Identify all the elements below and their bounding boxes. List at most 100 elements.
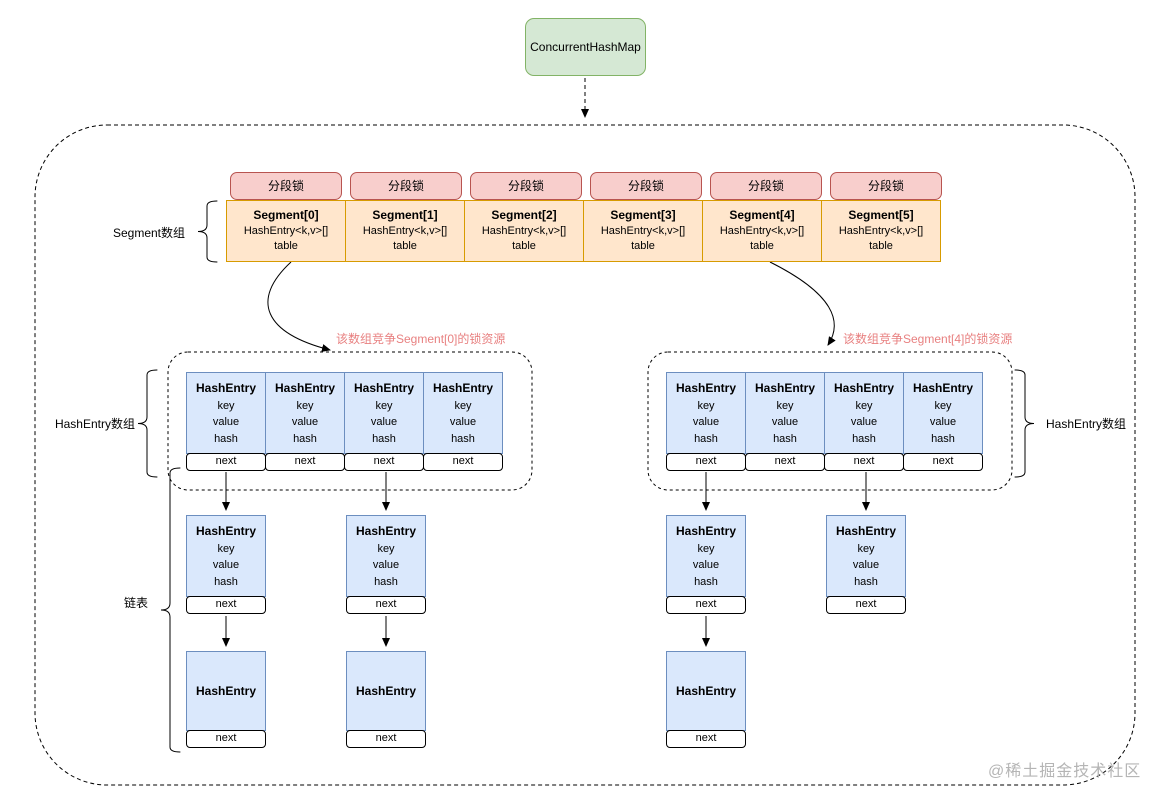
hashentry-cell: HashEntry key value hash next <box>344 372 424 471</box>
lock-badge-row: 分段锁 分段锁 分段锁 分段锁 分段锁 分段锁 <box>226 172 946 200</box>
segment-cell: Segment[4] HashEntry<k,v>[] table <box>702 200 822 262</box>
hashentry-key: key <box>697 542 715 555</box>
hashentry-hash: hash <box>931 432 955 445</box>
hashentry-value: value <box>771 416 799 428</box>
hashentry-key: key <box>217 542 235 555</box>
hashentry-title: HashEntry <box>675 381 737 395</box>
segment-title: Segment[4] <box>729 208 795 222</box>
hashentry-hash: hash <box>451 432 475 445</box>
segment-title: Segment[2] <box>491 208 557 222</box>
hashentry-key: key <box>296 399 314 412</box>
segment-cell: Segment[5] HashEntry<k,v>[] table <box>821 200 941 262</box>
left-hashentry-brace <box>137 369 158 478</box>
segment-array-brace <box>197 200 218 263</box>
segment-entry-table: table <box>512 240 536 252</box>
hashentry-value: value <box>212 416 240 428</box>
hashentry-cell: HashEntry key value hash next <box>824 372 904 471</box>
hashentry-key: key <box>857 542 875 555</box>
concurrenthashmap-node: ConcurrentHashMap <box>525 18 646 76</box>
hashentry-value: value <box>291 416 319 428</box>
hashentry-next: next <box>824 453 904 471</box>
hashentry-title: HashEntry <box>274 381 336 395</box>
hashentry-hash: hash <box>773 432 797 445</box>
linked-list-brace <box>160 467 181 753</box>
hashentry-cell: HashEntry key value hash next <box>666 372 746 471</box>
hashentry-next: next <box>346 596 426 614</box>
hashentry-next: next <box>666 453 746 471</box>
hashentry-next: next <box>666 730 746 748</box>
hashentry-next: next <box>903 453 983 471</box>
hashentry-hash: hash <box>214 575 238 588</box>
left-hashentry-group-frame <box>167 351 533 491</box>
hashentry-title: HashEntry <box>675 684 737 698</box>
hashentry-title: HashEntry <box>833 381 895 395</box>
segment-lock-badge: 分段锁 <box>590 172 702 200</box>
hashentry-key: key <box>217 399 235 412</box>
segment-lock-badge: 分段锁 <box>830 172 942 200</box>
hashentry-value: value <box>212 559 240 571</box>
segment4-to-array-arrow <box>769 261 836 346</box>
segment-title: Segment[1] <box>372 208 438 222</box>
hashentry-next: next <box>423 453 503 471</box>
segment-cell: Segment[3] HashEntry<k,v>[] table <box>583 200 703 262</box>
segment-cell: Segment[0] HashEntry<k,v>[] table <box>226 200 346 262</box>
segment-title: Segment[3] <box>610 208 676 222</box>
hashentry-value: value <box>852 559 880 571</box>
hashentry-cell: HashEntry key value hash next <box>186 372 266 471</box>
hashentry-hash: hash <box>293 432 317 445</box>
segment-entry-table: table <box>869 240 893 252</box>
hashentry-hash: hash <box>852 432 876 445</box>
hashentry-title: HashEntry <box>754 381 816 395</box>
right-hashentry-brace <box>1014 369 1035 478</box>
hashentry-next: next <box>745 453 825 471</box>
watermark: @稀土掘金技术社区 <box>988 763 1142 780</box>
segment-entry-type: HashEntry<k,v>[] <box>838 225 924 237</box>
hashentry-title: HashEntry <box>675 524 737 538</box>
chain-node-level2: HashEntry key value hash next <box>666 515 746 614</box>
hashentry-title: HashEntry <box>353 381 415 395</box>
hashentry-hash: hash <box>374 575 398 588</box>
hashentry-array-label-right: HashEntry数组 <box>1046 417 1127 431</box>
right-hashentry-group-frame <box>647 351 1013 491</box>
segment-cell: Segment[2] HashEntry<k,v>[] table <box>464 200 584 262</box>
hashentry-hash: hash <box>372 432 396 445</box>
segment-title: Segment[0] <box>253 208 319 222</box>
hashentry-key: key <box>454 399 472 412</box>
hashentry-next: next <box>344 453 424 471</box>
hashentry-key: key <box>776 399 794 412</box>
chain-node-level2: HashEntry key value hash next <box>186 515 266 614</box>
segment-array-label: Segment数组 <box>112 226 185 240</box>
segment-entry-type: HashEntry<k,v>[] <box>600 225 686 237</box>
hashentry-title: HashEntry <box>195 684 257 698</box>
hashentry-cell: HashEntry key value hash next <box>423 372 503 471</box>
hashentry-title: HashEntry <box>355 524 417 538</box>
segment-lock-badge: 分段锁 <box>350 172 462 200</box>
hashentry-key: key <box>375 399 393 412</box>
hashentry-next: next <box>666 596 746 614</box>
segment-entry-table: table <box>274 240 298 252</box>
segment-entry-type: HashEntry<k,v>[] <box>481 225 567 237</box>
segment-lock-badge: 分段锁 <box>230 172 342 200</box>
segment-cell: Segment[1] HashEntry<k,v>[] table <box>345 200 465 262</box>
hashentry-array-label-left: HashEntry数组 <box>54 417 135 431</box>
hashentry-next: next <box>346 730 426 748</box>
hashentry-value: value <box>692 559 720 571</box>
hashentry-value: value <box>449 416 477 428</box>
hashentry-value: value <box>370 416 398 428</box>
hashentry-next: next <box>826 596 906 614</box>
segment-array-row: Segment[0] HashEntry<k,v>[] table Segmen… <box>226 200 941 262</box>
hashentry-title: HashEntry <box>912 381 974 395</box>
segment-entry-table: table <box>631 240 655 252</box>
hashentry-key: key <box>855 399 873 412</box>
hashentry-hash: hash <box>214 432 238 445</box>
hashentry-value: value <box>850 416 878 428</box>
hashentry-value: value <box>929 416 957 428</box>
hashentry-value: value <box>692 416 720 428</box>
hashentry-title: HashEntry <box>835 524 897 538</box>
hashentry-key: key <box>697 399 715 412</box>
segment-entry-table: table <box>750 240 774 252</box>
hashentry-title: HashEntry <box>355 684 417 698</box>
chain-node-level2: HashEntry key value hash next <box>346 515 426 614</box>
